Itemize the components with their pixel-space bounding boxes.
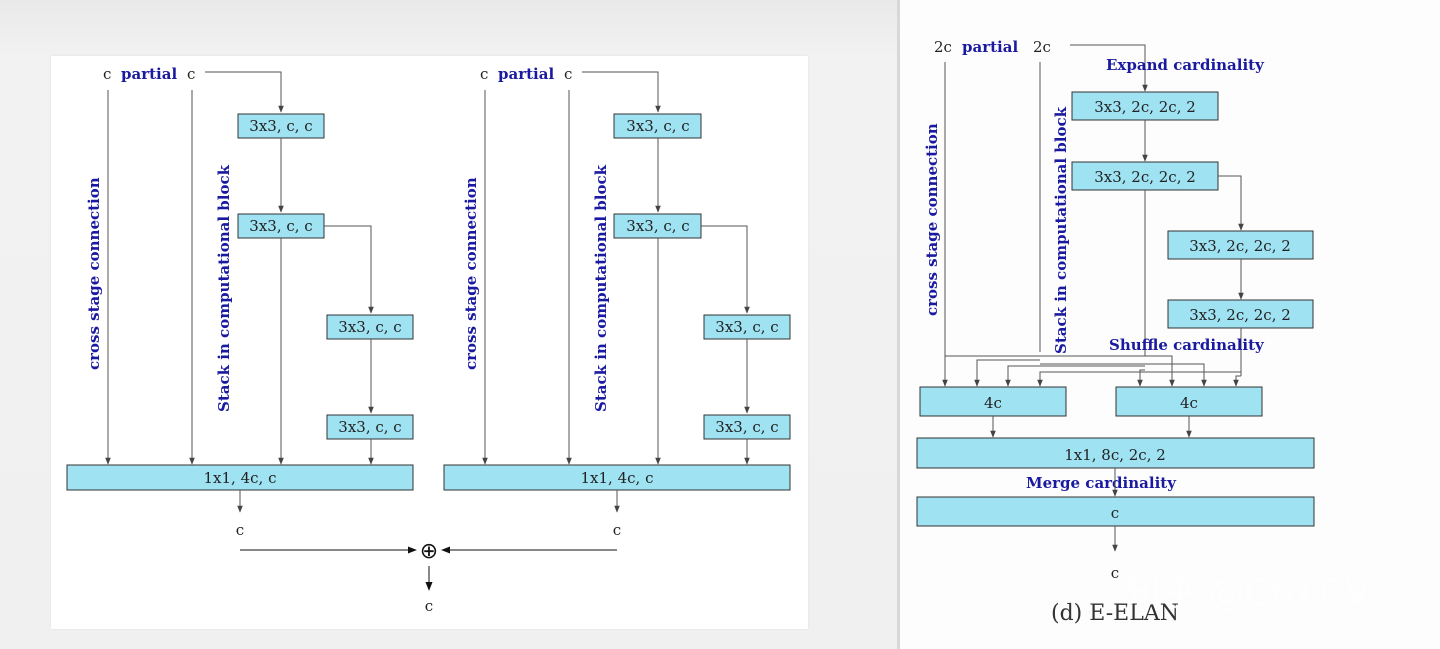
conv-block-1-label: 3x3, c, c — [626, 117, 689, 135]
concat-left-label: 4c — [984, 394, 1002, 412]
residual-sum: ⊕ c — [240, 539, 617, 615]
shuffle-cardinality-label: Shuffle cardinality — [1109, 336, 1265, 354]
block2-to-block3-arrow — [701, 225, 750, 314]
conv-block-4 — [326, 414, 414, 440]
expand-cardinality-label: Expand cardinality — [1106, 56, 1265, 74]
conv-block-3 — [326, 314, 414, 340]
final-output-c: c — [425, 597, 433, 615]
shuffle-wiring — [945, 355, 1241, 387]
input-c-left: c — [103, 65, 111, 83]
panel-divider — [897, 0, 900, 649]
output-c: c — [236, 521, 244, 539]
concat-block-left — [919, 386, 1067, 417]
final-block-label: c — [1111, 504, 1119, 522]
watermark-text: 知乎 @Ctrl CV — [1125, 573, 1370, 614]
eelan-partial-label: partial — [962, 38, 1018, 56]
cross-stage-label: cross stage connection — [462, 177, 480, 370]
input-to-block1-arrow — [205, 71, 284, 113]
eelan-input-2c-right: 2c — [1033, 38, 1051, 56]
eelan-input-2c-left: 2c — [934, 38, 952, 56]
eelan-conv-block-2 — [1071, 161, 1219, 191]
conv-block-2-label: 3x3, c, c — [249, 217, 312, 235]
eelan-block2-to-block3 — [1218, 175, 1244, 231]
csp-block-left: c partial c cross stage connection Stack… — [66, 65, 414, 539]
transition-block-label: 1x1, 4c, c — [581, 469, 654, 487]
csp-block-right: c partial c cross stage connection Stack… — [443, 65, 791, 539]
conv-block-2-label: 3x3, c, c — [626, 217, 689, 235]
stack-label: Stack in computational block — [215, 164, 233, 412]
eelan-conv-block-4-label: 3x3, 2c, 2c, 2 — [1189, 306, 1291, 324]
conv-block-4-label: 3x3, c, c — [715, 418, 778, 436]
conv-block-3-label: 3x3, c, c — [338, 318, 401, 336]
eelan-conv-block-2-label: 3x3, 2c, 2c, 2 — [1094, 168, 1196, 186]
conv-block-2 — [613, 213, 702, 239]
conv-block-1 — [237, 113, 325, 139]
e-elan-diagram: 2c partial 2c Expand cardinality cross s… — [916, 38, 1315, 626]
partial-label: partial — [121, 65, 177, 83]
cross-stage-label: cross stage connection — [85, 177, 103, 370]
conv-block-1-label: 3x3, c, c — [249, 117, 312, 135]
final-block — [916, 496, 1315, 527]
eelan-caption: (d) E-ELAN — [1051, 601, 1179, 626]
conv-block-3-label: 3x3, c, c — [715, 318, 778, 336]
input-c-left: c — [480, 65, 488, 83]
transition-block — [443, 464, 791, 491]
input-to-expand-arrow — [1070, 44, 1148, 92]
eelan-conv-block-4 — [1167, 299, 1314, 329]
eelan-cross-stage-label: cross stage connection — [923, 123, 941, 316]
sum-symbol: ⊕ — [420, 539, 438, 564]
eelan-conv-block-3-label: 3x3, 2c, 2c, 2 — [1189, 237, 1291, 255]
eelan-conv-block-1-label: 3x3, 2c, 2c, 2 — [1094, 98, 1196, 116]
block2-to-block3-arrow — [324, 225, 374, 314]
eelan-stack-label: Stack in computational block — [1052, 106, 1070, 354]
stack-label: Stack in computational block — [592, 164, 610, 412]
concat-right-label: 4c — [1180, 394, 1198, 412]
conv-block-1 — [613, 113, 702, 139]
concat-block-right — [1115, 386, 1263, 417]
transition-block — [66, 464, 414, 491]
eelan-output-c: c — [1111, 564, 1119, 582]
cspvovnet-card — [51, 56, 808, 629]
conv-block-4-label: 3x3, c, c — [338, 418, 401, 436]
input-c-right: c — [564, 65, 572, 83]
input-c-right: c — [187, 65, 195, 83]
transition-block-label: 1x1, 4c, c — [204, 469, 277, 487]
merge-cardinality-label: Merge cardinality — [1026, 474, 1177, 492]
input-to-block1-arrow — [582, 71, 661, 113]
output-c: c — [613, 521, 621, 539]
conv-block-3 — [703, 314, 791, 340]
partial-label: partial — [498, 65, 554, 83]
merge-conv-block-label: 1x1, 8c, 2c, 2 — [1064, 446, 1166, 464]
